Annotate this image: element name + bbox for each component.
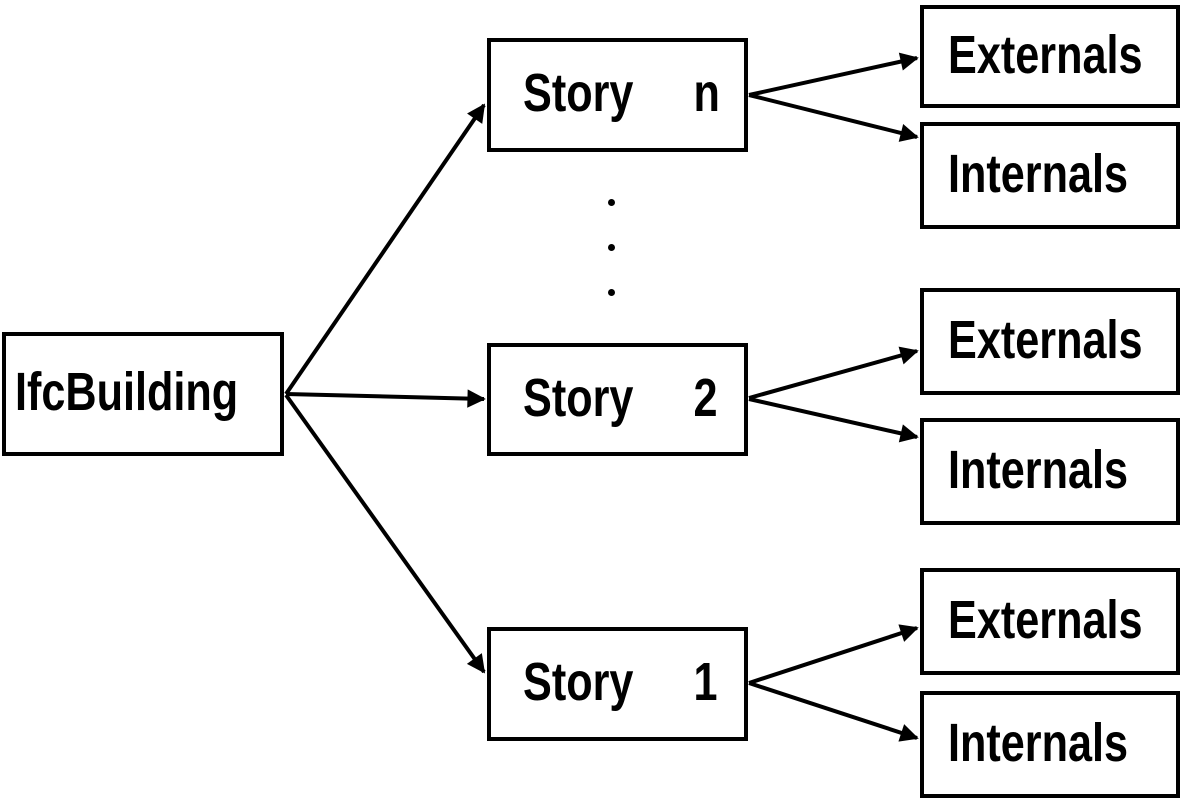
- node-story-1: Story 1: [487, 627, 748, 741]
- edge-story-1-to-internals: [748, 681, 919, 742]
- ifcbuilding-label: IfcBuilding: [15, 362, 239, 422]
- node-ifcbuilding: IfcBuilding: [2, 332, 284, 456]
- node-story-1-internals: Internals: [920, 691, 1180, 798]
- node-story-1-externals: Externals: [920, 568, 1180, 675]
- story-1-word: Story: [523, 652, 634, 712]
- story-n-index: n: [693, 63, 720, 123]
- ellipsis-dot: [608, 289, 615, 296]
- story-2-externals-label: Externals: [948, 309, 1143, 370]
- story-n-internals-label: Internals: [948, 143, 1129, 204]
- node-story-2-internals: Internals: [920, 418, 1180, 525]
- story-n-word: Story: [523, 63, 634, 123]
- edge-ifcbuilding-to-story-1: [284, 393, 486, 674]
- edge-story-1-to-externals: [748, 624, 919, 685]
- vertical-ellipsis-icon: [608, 199, 615, 296]
- ellipsis-dot: [608, 244, 615, 251]
- story-1-index: 1: [693, 652, 718, 712]
- edge-ifcbuilding-to-story-2: [285, 389, 486, 408]
- story-2-index: 2: [693, 367, 718, 428]
- ellipsis-dot: [608, 199, 615, 206]
- edge-story-2-to-externals: [748, 346, 919, 400]
- node-story-n-internals: Internals: [920, 122, 1180, 229]
- node-story-n-externals: Externals: [920, 5, 1180, 108]
- edge-ifcbuilding-to-story-n: [284, 103, 486, 396]
- edge-story-2-to-internals: [748, 397, 919, 443]
- node-story-2-externals: Externals: [920, 288, 1180, 395]
- story-1-externals-label: Externals: [948, 589, 1143, 650]
- node-story-2: Story 2: [487, 343, 748, 456]
- story-n-externals-label: Externals: [948, 24, 1143, 85]
- story-1-internals-label: Internals: [948, 712, 1129, 773]
- story-1-label: Story 1: [523, 655, 717, 713]
- edge-story-n-to-externals: [748, 52, 919, 97]
- edge-story-n-to-internals: [748, 93, 919, 142]
- story-2-word: Story: [523, 367, 634, 428]
- story-2-internals-label: Internals: [948, 439, 1129, 500]
